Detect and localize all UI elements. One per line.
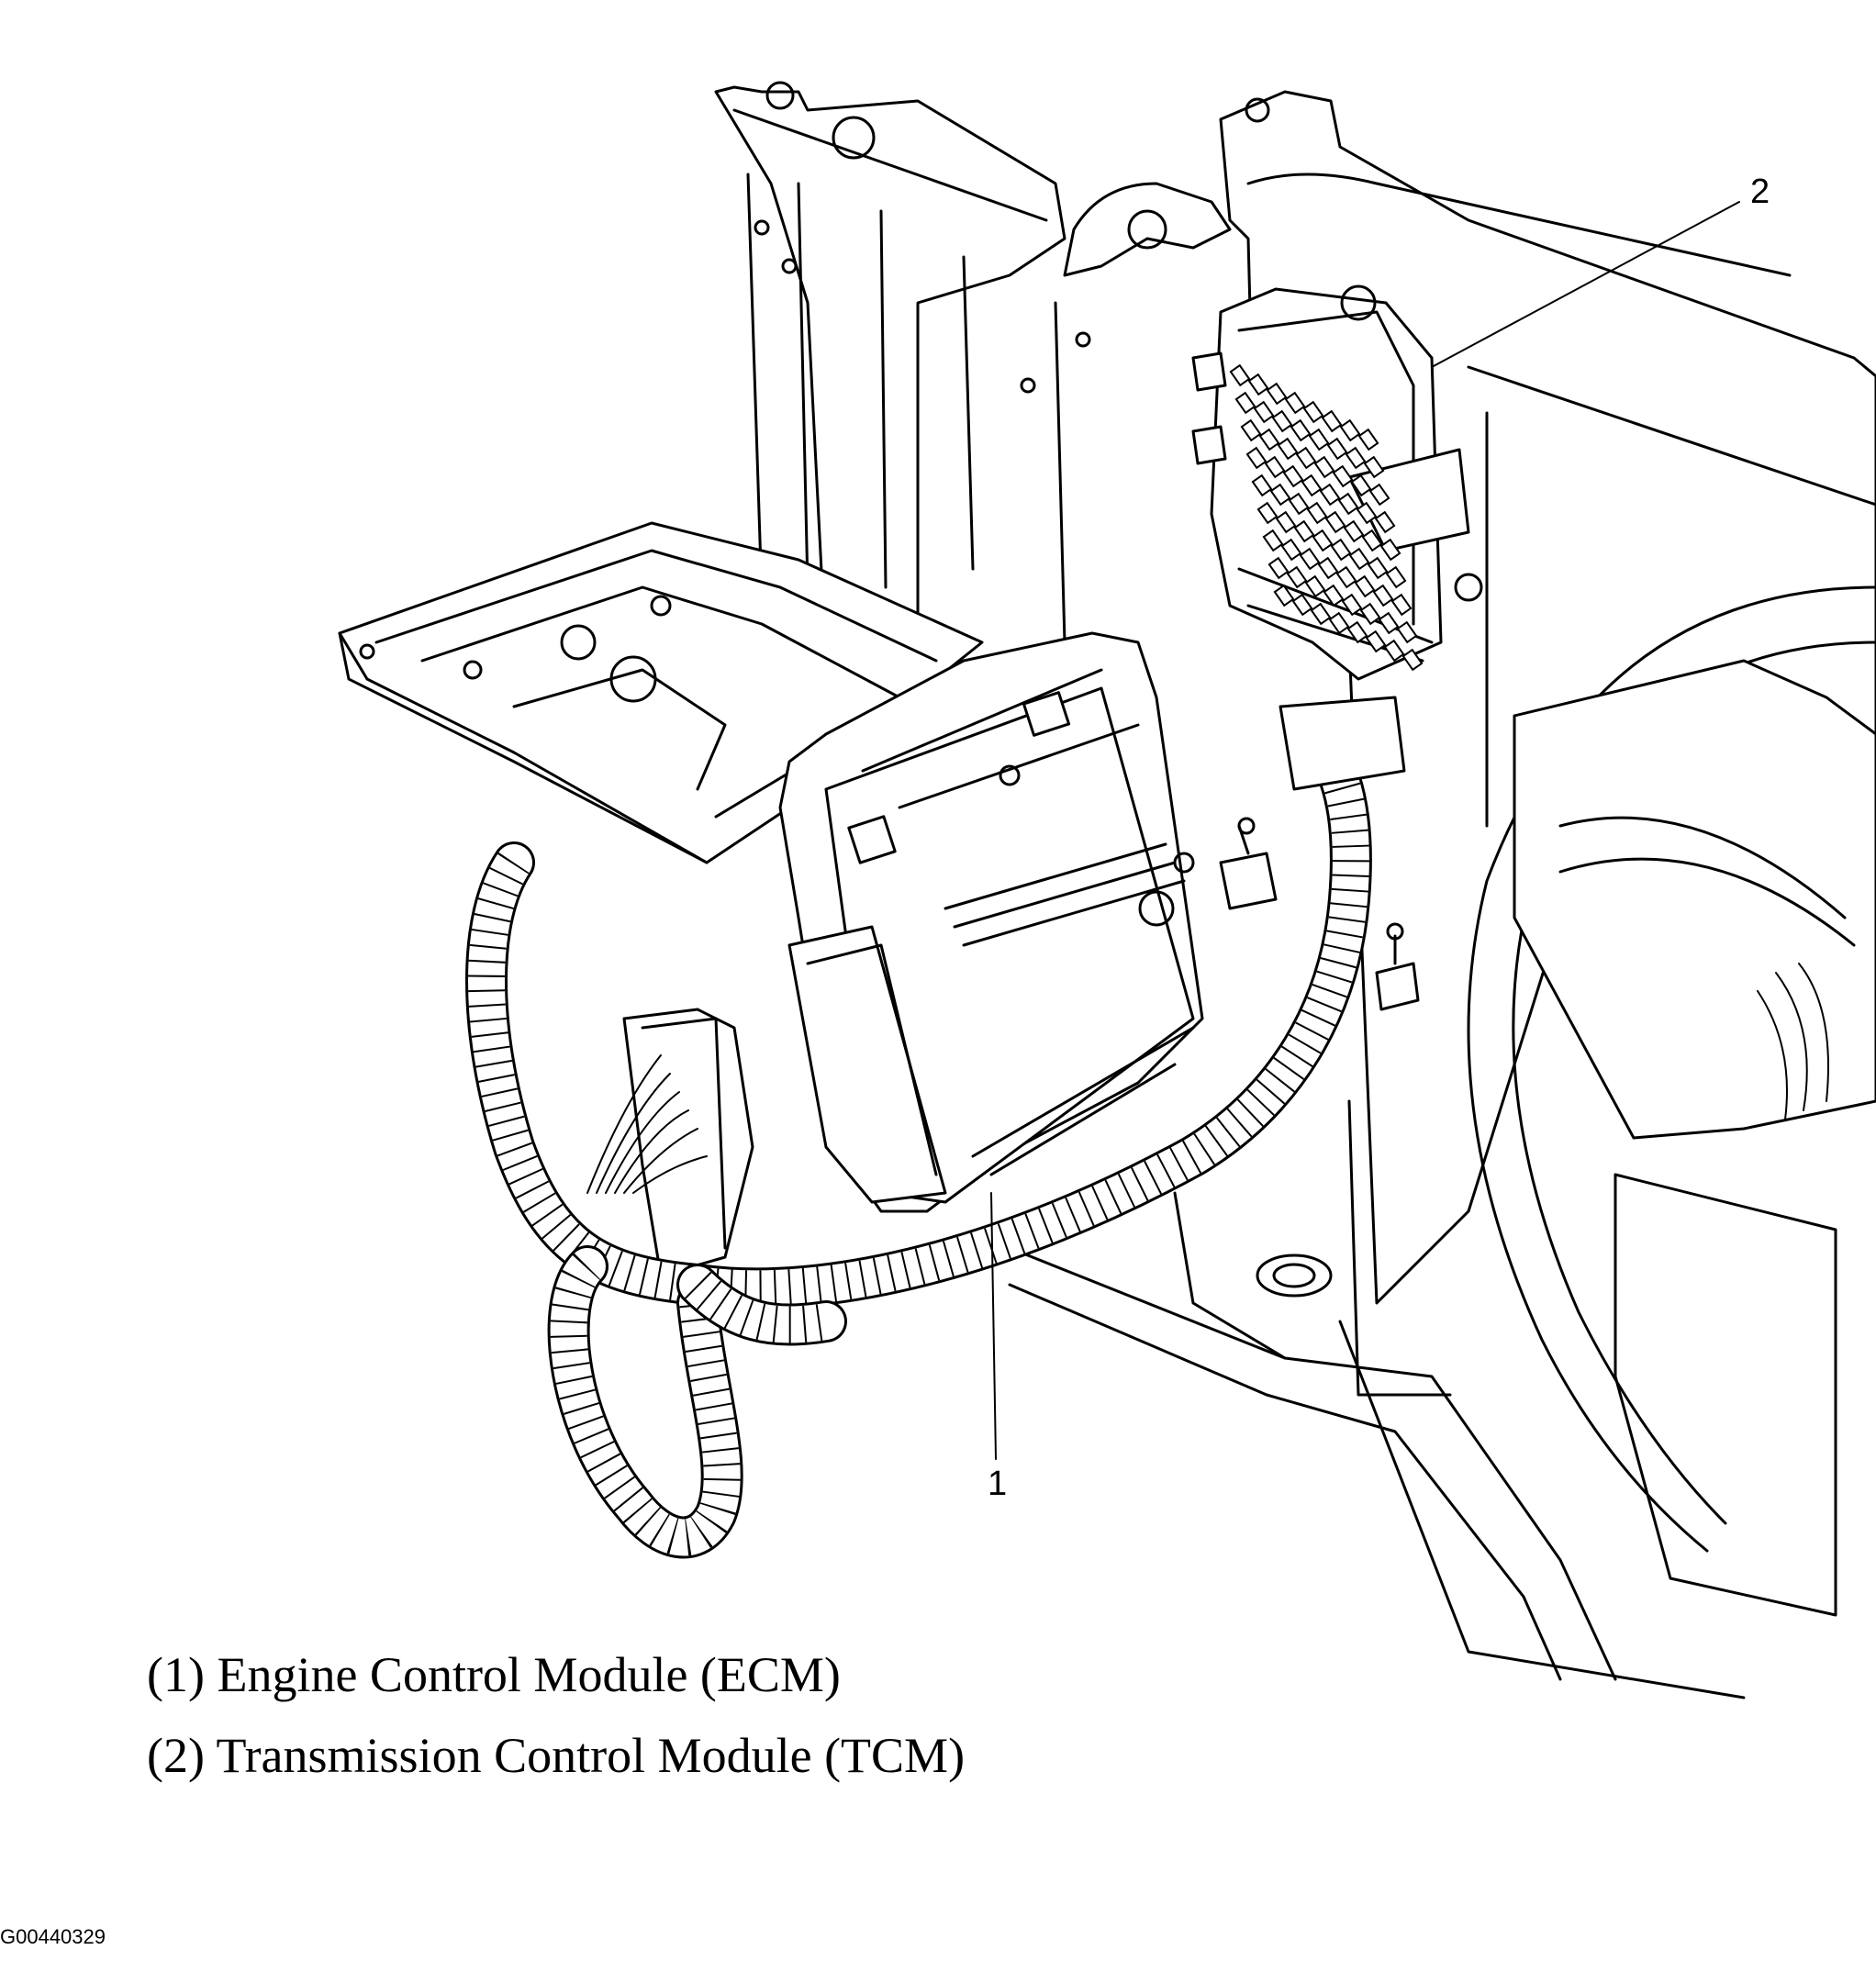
leader-line-1: [991, 1193, 996, 1459]
ecm-harness-connector: [587, 1009, 753, 1276]
tcm-pin: [1324, 585, 1343, 606]
tcm-pin: [1308, 503, 1326, 523]
tcm-pin: [1379, 613, 1398, 633]
tcm-pin: [1332, 540, 1350, 560]
ecm-module: [780, 633, 1202, 1211]
tcm-pin: [1315, 457, 1334, 477]
tcm-pin: [1341, 420, 1359, 440]
tcm-pin: [1321, 485, 1339, 505]
tcm-pin: [1363, 530, 1381, 551]
tcm-pin: [1286, 393, 1304, 413]
tcm-pin: [1343, 595, 1361, 615]
tcm-pin: [1381, 540, 1400, 560]
harness-main-branch: [486, 780, 1351, 1288]
tcm-pin: [1291, 420, 1310, 440]
tcm-pin: [1277, 512, 1295, 532]
tcm-pin: [1253, 475, 1271, 496]
tcm-pin: [1236, 393, 1255, 413]
tcm-pin: [1260, 429, 1279, 450]
tcm-pin: [1249, 374, 1267, 395]
tcm-pin: [1337, 567, 1356, 587]
harness-clips: [1221, 697, 1418, 1009]
legend-item-tcm: (2) Transmission Control Module (TCM): [147, 1728, 966, 1783]
tcm-pin: [1258, 503, 1277, 523]
tcm-pin: [1297, 448, 1315, 468]
tcm-pin: [1392, 595, 1411, 615]
tcm-pin: [1348, 622, 1367, 642]
tcm-pin: [1275, 585, 1293, 606]
tcm-pin: [1330, 613, 1348, 633]
tcm-pin: [1385, 641, 1403, 661]
tcm-pin: [1368, 558, 1387, 578]
harness-lower-loop-tape-bands: [569, 1266, 722, 1537]
tcm-connector-pin-grid: [1231, 365, 1422, 670]
tcm-pin: [1301, 549, 1319, 569]
tcm-module: [1193, 286, 1481, 679]
tcm-pin: [1295, 521, 1313, 541]
mounting-bracket: [716, 83, 1230, 661]
tcm-pin: [1326, 512, 1345, 532]
tcm-pin: [1352, 475, 1370, 496]
tcm-pin: [1346, 448, 1365, 468]
leader-line-2: [1432, 202, 1739, 367]
callout-1: 1: [988, 1465, 1008, 1503]
tcm-pin: [1264, 530, 1282, 551]
tcm-pin: [1313, 530, 1332, 551]
tcm-pin: [1339, 494, 1357, 514]
tcm-pin: [1370, 485, 1389, 505]
tcm-pin: [1365, 457, 1383, 477]
tcm-pin: [1398, 622, 1416, 642]
tcm-pin: [1279, 439, 1297, 459]
tcm-pin: [1376, 512, 1394, 532]
tcm-pin: [1269, 558, 1288, 578]
tcm-pin: [1387, 567, 1405, 587]
tcm-pin: [1312, 604, 1330, 624]
tcm-pin: [1345, 521, 1363, 541]
tcm-pin: [1231, 365, 1249, 385]
lower-frame: [1010, 1101, 1744, 1698]
tcm-pin: [1328, 439, 1346, 459]
tcm-pin: [1319, 558, 1337, 578]
tcm-pin: [1271, 485, 1290, 505]
tcm-pin: [1334, 466, 1352, 486]
tcm-pin: [1284, 466, 1302, 486]
wiring-harness: [486, 780, 1351, 1537]
tcm-pin: [1266, 457, 1284, 477]
tcm-pin: [1306, 576, 1324, 596]
tcm-pin: [1361, 604, 1379, 624]
tcm-pin: [1323, 411, 1341, 431]
tcm-pin: [1293, 595, 1312, 615]
harness-short-branch: [698, 1285, 826, 1325]
tcm-pin: [1359, 429, 1378, 450]
tcm-pin: [1242, 420, 1260, 440]
tcm-pin: [1304, 402, 1323, 422]
tcm-pin: [1255, 402, 1273, 422]
tcm-pin: [1290, 494, 1308, 514]
tcm-pin: [1350, 549, 1368, 569]
callout-2: 2: [1750, 173, 1770, 211]
tcm-pin: [1357, 503, 1376, 523]
fan-shroud: [1468, 587, 1876, 1615]
tcm-pin: [1288, 567, 1306, 587]
tcm-pin: [1273, 411, 1291, 431]
tcm-pin: [1356, 576, 1374, 596]
tcm-pin: [1374, 585, 1392, 606]
tcm-pin: [1282, 540, 1301, 560]
tcm-pin: [1267, 384, 1286, 404]
legend-item-ecm: (1) Engine Control Module (ECM): [147, 1647, 841, 1702]
tcm-pin: [1367, 631, 1385, 652]
figure-id: G00440329: [0, 1925, 106, 1948]
tcm-pin: [1403, 650, 1422, 670]
tcm-pin: [1247, 448, 1266, 468]
tcm-pin: [1302, 475, 1321, 496]
tcm-pin: [1310, 429, 1328, 450]
